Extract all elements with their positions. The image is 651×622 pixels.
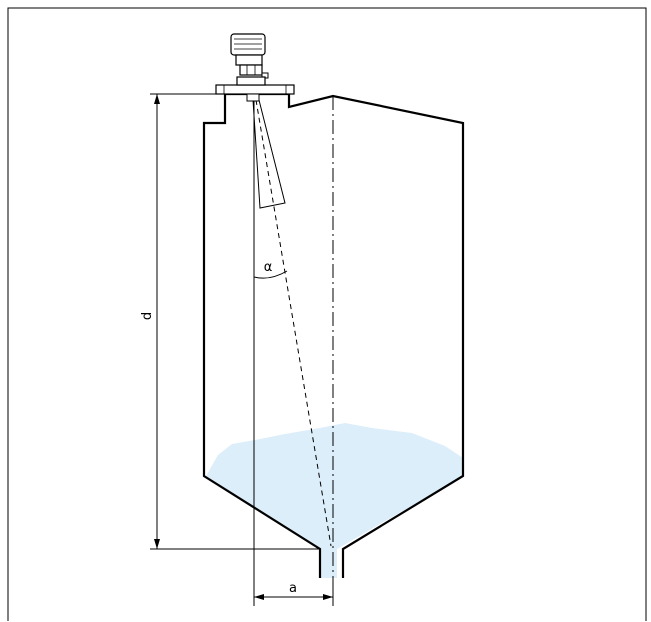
- beam-cone: [252, 99, 286, 209]
- offset-label: a: [289, 581, 297, 596]
- frame-border: [7, 7, 647, 621]
- dimension-a: [254, 578, 334, 606]
- dimension-d: [150, 93, 321, 550]
- beam-axis-line: [255, 99, 332, 547]
- angle-arc: [253, 270, 288, 279]
- radar-sensor: [215, 33, 295, 102]
- medium-fill: [206, 423, 463, 578]
- distance-label: d: [140, 312, 155, 320]
- angle-label: α: [264, 260, 273, 275]
